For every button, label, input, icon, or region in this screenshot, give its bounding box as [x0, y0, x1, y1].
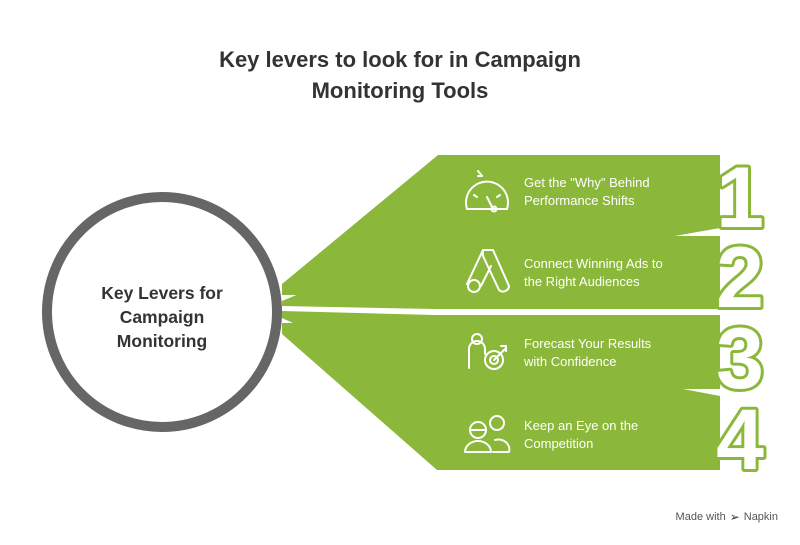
lever-4-line-1: Keep an Eye on the: [524, 418, 639, 433]
watermark: Made with ➢ Napkin: [676, 510, 778, 524]
lever-3-line-2: with Confidence: [524, 354, 617, 369]
lever-number-1: 1: [716, 150, 764, 246]
center-label-line-3: Monitoring: [116, 331, 208, 351]
google-ads-icon: [466, 249, 510, 293]
lever-1-line-2: Performance Shifts: [524, 193, 635, 208]
lever-4-line-2: Competition: [524, 436, 594, 451]
lever-ribbon-3: [282, 311, 720, 389]
lever-ribbon-4: [282, 323, 720, 470]
title-line-1: Key levers to look for in Campaign: [219, 47, 581, 72]
page-title: Key levers to look for in Campaign Monit…: [150, 44, 650, 106]
lever-number-4: 4: [716, 392, 764, 488]
center-label-line-2: Campaign: [119, 307, 205, 327]
lever-2-line-1: Connect Winning Ads to: [524, 256, 663, 271]
speedometer-icon: [465, 170, 509, 213]
lever-text-3: Forecast Your Results with Confidence: [524, 335, 699, 371]
competitors-icon: [464, 415, 511, 453]
center-label-line-1: Key Levers for: [101, 283, 223, 303]
person-target-icon: [468, 333, 507, 370]
lever-3-line-1: Forecast Your Results: [524, 336, 652, 351]
lever-ribbon-2: [282, 236, 720, 309]
center-label: Key Levers for Campaign Monitoring: [62, 281, 262, 353]
lever-number-3: 3: [716, 311, 764, 407]
watermark-brand: Napkin: [743, 511, 778, 523]
napkin-logo-icon: ➢: [729, 510, 740, 524]
lever-1-line-1: Get the "Why" Behind: [524, 175, 650, 190]
lever-2-line-2: the Right Audiences: [524, 274, 640, 289]
title-line-2: Monitoring Tools: [311, 78, 489, 103]
lever-text-2: Connect Winning Ads to the Right Audienc…: [524, 255, 699, 291]
lever-number-2: 2: [716, 230, 764, 326]
watermark-prefix: Made with: [675, 511, 726, 523]
center-circle: [42, 192, 282, 432]
lever-text-4: Keep an Eye on the Competition: [524, 417, 699, 453]
lever-text-1: Get the "Why" Behind Performance Shifts: [524, 174, 699, 210]
